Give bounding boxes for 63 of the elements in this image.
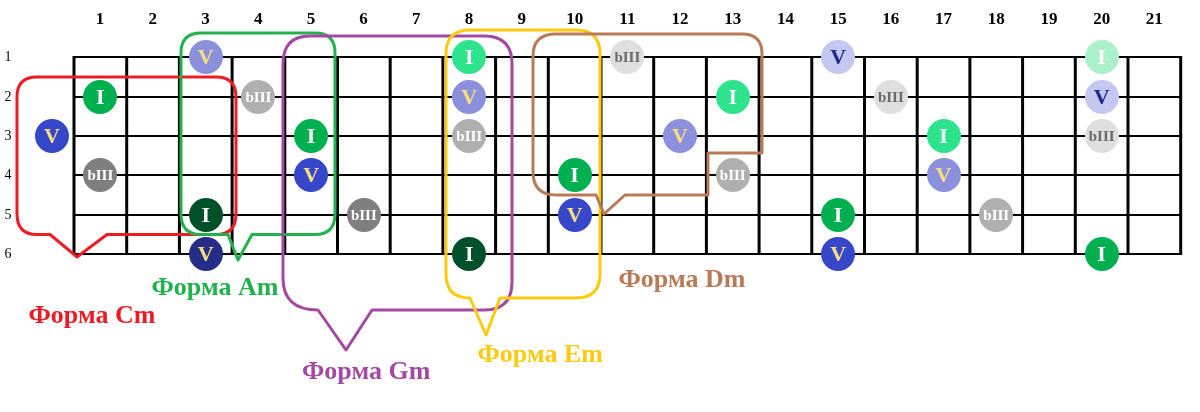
note-marker: I — [1084, 40, 1119, 74]
note-marker: I — [715, 80, 750, 114]
note-marker: I — [294, 119, 329, 153]
string-number: 2 — [4, 90, 12, 104]
note-marker: V — [35, 119, 69, 153]
fret-number: 5 — [306, 9, 316, 27]
fret-number: 19 — [1040, 9, 1058, 27]
fret-number: 17 — [935, 9, 953, 27]
string-number: 4 — [4, 168, 12, 182]
fret-number: 3 — [201, 9, 210, 27]
note-marker: V — [663, 119, 698, 153]
note-marker: I — [557, 158, 592, 192]
string-number: 5 — [4, 208, 12, 222]
note-marker: V — [821, 237, 856, 271]
string-number: 1 — [4, 50, 12, 64]
fret-number: 14 — [776, 9, 794, 27]
fret-number: 15 — [829, 9, 847, 27]
note-marker: I — [926, 119, 961, 153]
note-marker: V — [1084, 80, 1119, 114]
fret-number: 8 — [464, 9, 474, 27]
fret-number: 16 — [882, 9, 900, 27]
fret-number: 21 — [1145, 9, 1163, 27]
note-marker: bIII — [610, 40, 645, 74]
note-marker: I — [821, 198, 856, 232]
note-marker: I — [83, 80, 118, 114]
note-marker: I — [452, 40, 487, 74]
note-marker: V — [452, 80, 487, 114]
fret-number: 6 — [359, 9, 368, 27]
form-label: Форма Cm — [28, 302, 156, 328]
string-number: 3 — [4, 129, 12, 143]
form-label: Форма Gm — [302, 358, 431, 384]
note-marker: bIII — [241, 80, 276, 114]
fret-number: 7 — [412, 9, 421, 27]
fret-number: 12 — [671, 9, 689, 27]
note-marker: V — [557, 198, 592, 232]
note-marker: I — [1084, 237, 1119, 271]
note-marker: V — [926, 158, 961, 192]
note-marker: bIII — [715, 158, 750, 192]
form-label: Форма Am — [151, 274, 279, 300]
fret-number: 4 — [253, 9, 263, 27]
form-label: Форма Em — [477, 341, 603, 367]
fret-number: 10 — [566, 9, 584, 27]
string-number: 6 — [4, 247, 12, 261]
note-marker: I — [188, 198, 223, 232]
fret-number: 2 — [148, 9, 158, 27]
fret-number: 11 — [619, 9, 636, 27]
note-marker: bIII — [1084, 119, 1119, 153]
fret-number: 1 — [95, 9, 105, 27]
note-marker: bIII — [979, 198, 1014, 232]
note-marker: V — [188, 237, 223, 271]
note-marker: V — [188, 40, 223, 74]
note-marker: bIII — [873, 80, 908, 114]
note-marker: bIII — [83, 158, 118, 192]
fret-number: 20 — [1093, 9, 1111, 27]
fret-number: 18 — [987, 9, 1005, 27]
note-marker: V — [294, 158, 329, 192]
note-marker: V — [821, 40, 856, 74]
fret-number: 9 — [517, 9, 526, 27]
fret-number: 13 — [724, 9, 742, 27]
note-marker: bIII — [346, 198, 381, 232]
form-label: Форма Dm — [618, 266, 746, 292]
note-marker: I — [452, 237, 487, 271]
note-marker: bIII — [452, 119, 487, 153]
